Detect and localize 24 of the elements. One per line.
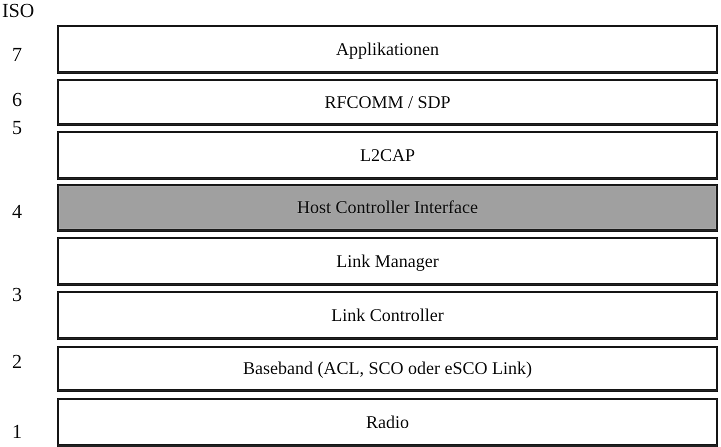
layer-number: 1 <box>12 421 22 443</box>
layer-number: 3 <box>12 284 22 306</box>
layer-bar <box>57 346 718 392</box>
layer-number: 6 <box>12 89 22 111</box>
layer-number: 5 <box>12 117 22 139</box>
layer-bar <box>57 398 718 447</box>
layer-label: Radio <box>366 412 409 432</box>
layer-bar <box>57 79 718 126</box>
layer-label: Link Manager <box>336 250 439 272</box>
layer-bar <box>57 131 718 180</box>
iso-heading: ISO <box>2 0 34 22</box>
layer-bar <box>57 184 718 232</box>
layer-number: 4 <box>12 201 22 223</box>
layer-label: L2CAP <box>360 144 415 166</box>
layer-bar <box>57 25 718 74</box>
layer-label: Link Controller <box>331 304 444 326</box>
layer-label: Host Controller Interface <box>297 197 478 218</box>
layer-number: 2 <box>12 351 22 373</box>
layer-label: RFCOMM / SDP <box>324 92 451 112</box>
layer-bar <box>57 237 718 286</box>
layer-bar <box>57 291 718 340</box>
layer-label: Applikationen <box>336 38 439 60</box>
layer-number: 7 <box>12 44 22 66</box>
layer-label: Baseband (ACL, SCO oder eSCO Link) <box>243 358 532 379</box>
